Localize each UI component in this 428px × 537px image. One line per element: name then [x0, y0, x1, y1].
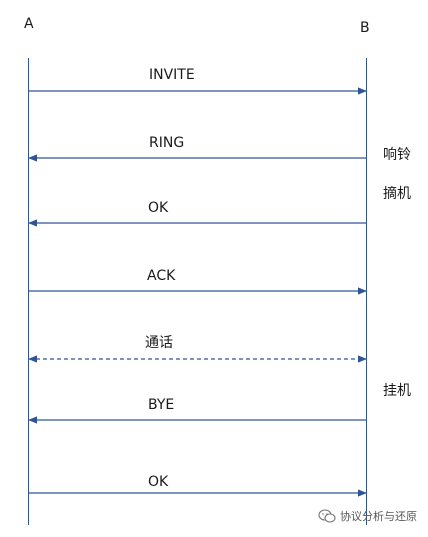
message-label-bye: BYE	[148, 397, 175, 413]
party-b-label: B	[360, 20, 370, 36]
side-note-off-hook: 摘机	[383, 186, 411, 202]
side-note-hang-up: 挂机	[383, 383, 411, 399]
message-label-ok-final: OK	[148, 474, 169, 490]
watermark: 协议分析与还原	[318, 508, 417, 524]
watermark-text: 协议分析与还原	[340, 510, 417, 523]
side-note-ringing: 响铃	[383, 147, 411, 163]
wechat-icon	[318, 509, 336, 523]
message-label-ok: OK	[148, 200, 169, 216]
message-label-invite: INVITE	[149, 67, 195, 83]
message-label-ring: RING	[149, 135, 185, 151]
message-label-call: 通话	[145, 335, 173, 351]
party-a-label: A	[24, 16, 34, 32]
message-label-ack: ACK	[147, 268, 176, 284]
lifeline-a	[28, 58, 30, 525]
